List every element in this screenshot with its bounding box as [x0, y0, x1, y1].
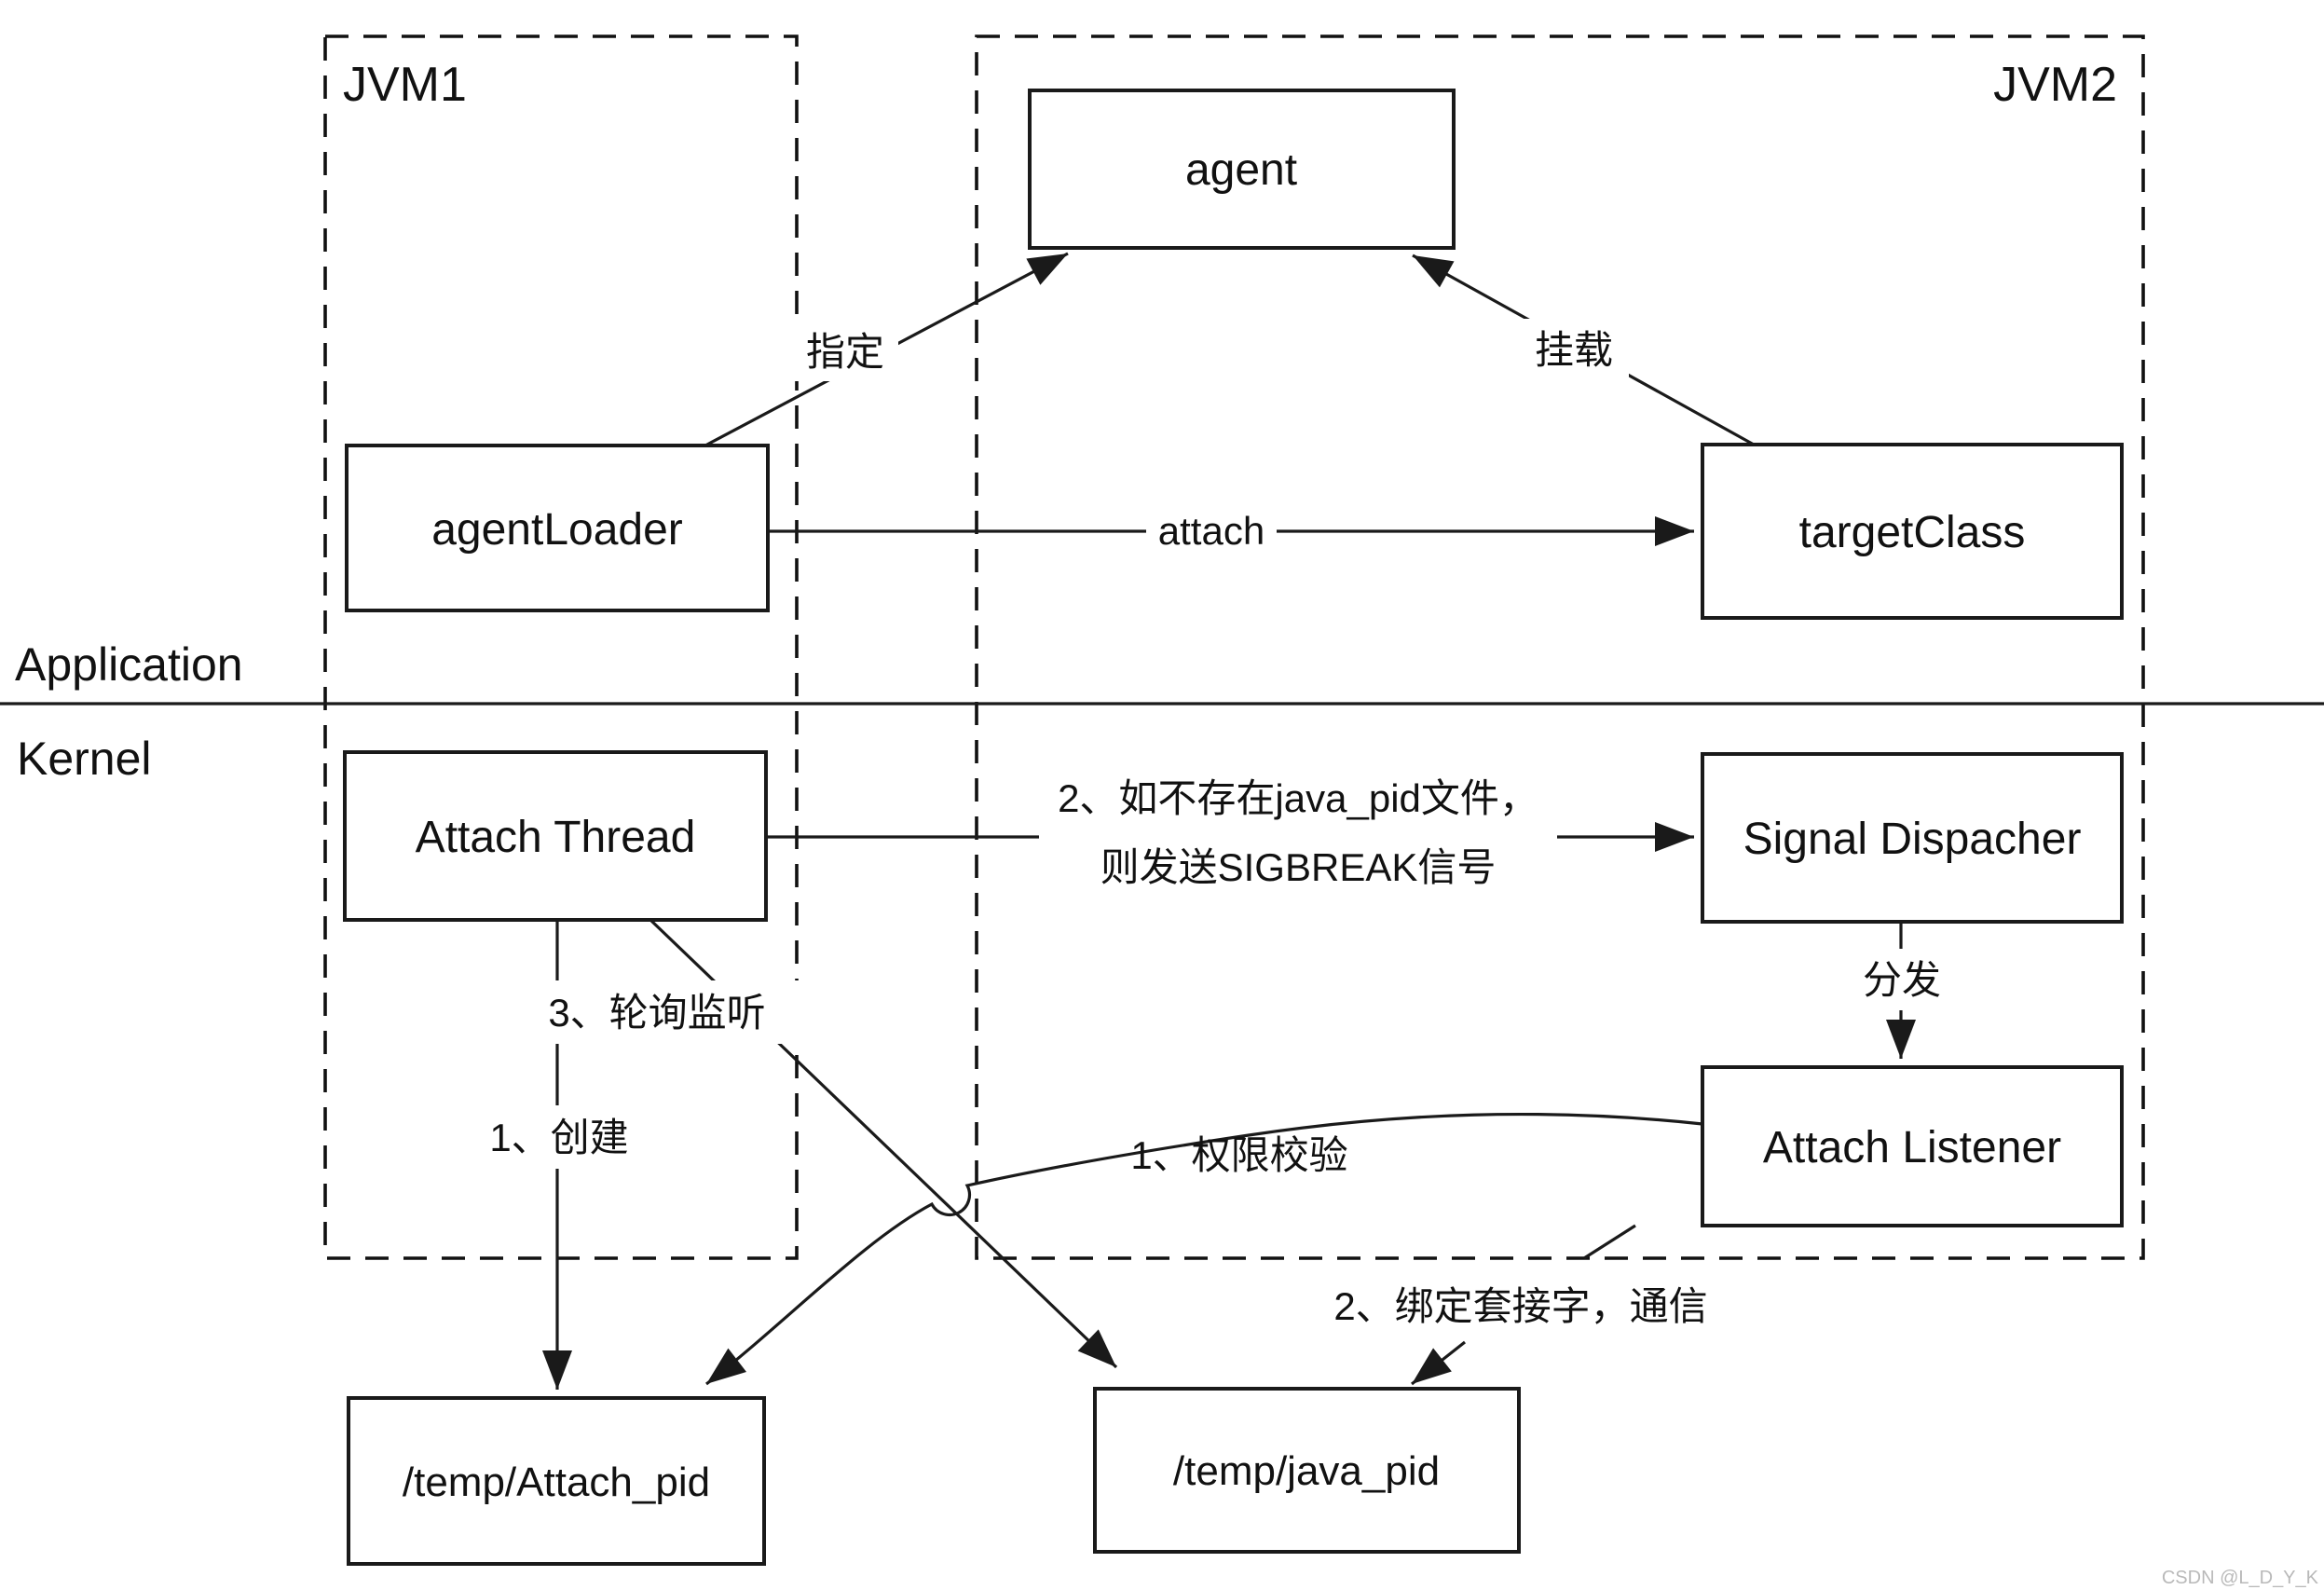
jvm2-boundary: [975, 34, 2145, 1260]
dispatch-label-bg: [1847, 949, 1957, 1010]
node-attach-listener: Attach Listener: [1701, 1065, 2124, 1227]
target-class-label: targetClass: [1799, 508, 2026, 557]
node-attach-pid-file: /temp/Attach_pid: [347, 1396, 766, 1566]
specify-label-bg: [792, 322, 898, 381]
csdn-watermark: CSDN @L_D_Y_K: [2162, 1568, 2319, 1588]
permission-check-arrow: [705, 1112, 1703, 1386]
dispatch-label: 分发: [1863, 958, 1941, 1002]
jvm1-label: JVM1: [343, 58, 467, 112]
agent-loader-box: [345, 444, 770, 612]
bind-socket-label: 2、绑定套接字，通信: [1333, 1284, 1707, 1328]
attach-label: attach: [1158, 509, 1265, 553]
specify-label: 指定: [806, 330, 884, 374]
node-java-pid-file: /temp/java_pid: [1093, 1387, 1521, 1554]
mount-label-bg: [1519, 319, 1629, 380]
node-agent: agent: [1028, 89, 1456, 250]
attach-listener-box: [1701, 1065, 2124, 1227]
attach-thread-label: Attach Thread: [416, 813, 696, 862]
signal-dispacher-label: Signal Dispacher: [1743, 815, 2082, 864]
kernel-layer-label: Kernel: [17, 733, 152, 785]
bind-socket-leader-line: [1583, 1224, 1636, 1260]
bind-socket-arrow: [1411, 1340, 1466, 1386]
agent-loader-label: agentLoader: [431, 505, 683, 555]
node-agent-loader: agentLoader: [345, 444, 770, 612]
java-pid-file-label: /temp/java_pid: [1173, 1448, 1440, 1494]
attach-label-bg: [1146, 503, 1277, 557]
java-pid-file-box: [1093, 1387, 1521, 1554]
agent-label: agent: [1185, 145, 1297, 195]
create-label-bg: [464, 1105, 654, 1169]
permission-check-label: 1、权限校验: [1130, 1133, 1347, 1177]
sigbreak-label-line2: 则发送SIGBREAK信号: [1100, 845, 1497, 889]
sigbreak-label-bg: [1039, 757, 1557, 897]
node-signal-dispacher: Signal Dispacher: [1701, 752, 2124, 924]
create-label: 1、创建: [489, 1116, 628, 1159]
attach-listener-label: Attach Listener: [1763, 1123, 2061, 1172]
application-layer-label: Application: [15, 638, 243, 691]
signal-dispacher-box: [1701, 752, 2124, 924]
jvm1-boundary: [323, 34, 799, 1260]
mount-label: 挂载: [1535, 328, 1613, 372]
jvm2-label: JVM2: [1993, 58, 2117, 112]
agent-box: [1028, 89, 1456, 250]
attach-thread-box: [343, 750, 768, 922]
attach-pid-file-label: /temp/Attach_pid: [403, 1460, 710, 1505]
poll-listen-label-bg: [509, 980, 805, 1044]
attach-pid-file-box: [347, 1396, 766, 1566]
target-class-box: [1701, 443, 2124, 620]
sigbreak-label-line1: 2、如不存在java_pid文件，: [1058, 776, 1538, 820]
node-attach-thread: Attach Thread: [343, 750, 768, 922]
poll-listen-label: 3、轮询监听: [548, 991, 765, 1035]
node-target-class: targetClass: [1701, 443, 2124, 620]
